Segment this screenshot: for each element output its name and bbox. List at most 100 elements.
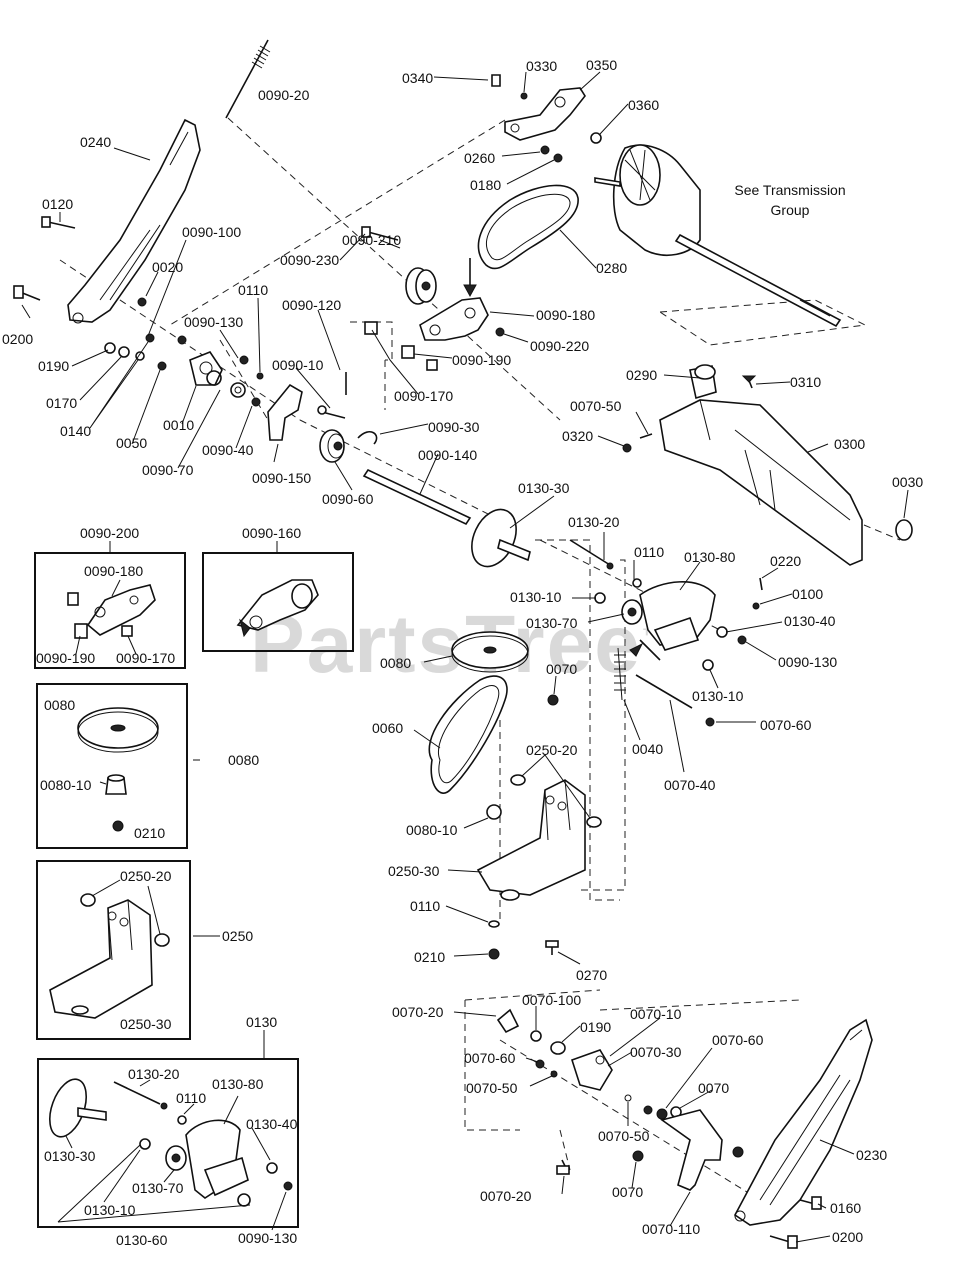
inset-0090-200-label-a: 0090-180 xyxy=(84,563,144,579)
callout-0070-110: 0070-110 xyxy=(642,1221,701,1237)
callout-0090-170: 0090-170 xyxy=(394,388,454,404)
callout-0070-30: 0070-30 xyxy=(630,1044,682,1060)
callout-0070-50-b: 0070-50 xyxy=(466,1080,518,1096)
inset-0250-label-b: 0250-30 xyxy=(120,1016,172,1032)
callout-0110-c: 0110 xyxy=(410,898,441,914)
callout-0070-10: 0070-10 xyxy=(630,1006,682,1022)
callout-0190: 0190 xyxy=(38,358,70,374)
callout-0250-30: 0250-30 xyxy=(388,863,440,879)
inset-0250-label-a: 0250-20 xyxy=(120,868,172,884)
callout-0070-20-b: 0070-20 xyxy=(480,1188,532,1204)
callout-0010: 0010 xyxy=(163,417,195,433)
callout-0250-20: 0250-20 xyxy=(526,742,578,758)
callout-0060: 0060 xyxy=(372,720,404,736)
callout-0270: 0270 xyxy=(576,967,608,983)
watermark: PartsTree™ xyxy=(250,599,664,690)
inset-title-0080: 0080 xyxy=(228,752,260,768)
callout-0090-180: 0090-180 xyxy=(536,307,596,323)
callout-0360: 0360 xyxy=(628,97,660,113)
arm-0230 xyxy=(733,1018,873,1249)
callout-0130-80: 0130-80 xyxy=(684,549,736,565)
callout-0090-130-b: 0090-130 xyxy=(778,654,838,670)
lower-linkage xyxy=(496,1008,744,1191)
pulley-0130-30 xyxy=(471,508,614,570)
callout-0220: 0220 xyxy=(770,553,802,569)
inset-0130-label-e: 0130-30 xyxy=(44,1148,96,1164)
callout-0040: 0040 xyxy=(632,741,664,757)
callout-0200: 0200 xyxy=(2,331,34,347)
inset-0130-label-f: 0130-70 xyxy=(132,1180,184,1196)
arm-0240 xyxy=(67,118,201,324)
callout-0090-100: 0090-100 xyxy=(182,224,242,240)
callout-0130-10: 0130-10 xyxy=(510,589,562,605)
callout-0080: 0080 xyxy=(380,655,412,671)
inset-0130-drawing xyxy=(48,1078,293,1231)
inset-0130-label-a: 0130-20 xyxy=(128,1066,180,1082)
callout-0090-190: 0090-190 xyxy=(452,352,512,368)
callout-0280: 0280 xyxy=(596,260,628,276)
inset-title-0090-160: 0090-160 xyxy=(242,525,302,541)
bracket-0250-30 xyxy=(476,774,602,960)
callout-0070-60-c: 0070-60 xyxy=(712,1032,764,1048)
bracket-0090-150 xyxy=(267,372,347,441)
callout-0160: 0160 xyxy=(830,1200,862,1216)
callout-0090-120: 0090-120 xyxy=(282,297,342,313)
callout-0130-20: 0130-20 xyxy=(568,514,620,530)
callout-0090-210: 0090-210 xyxy=(342,232,402,248)
callout-0140: 0140 xyxy=(60,423,92,439)
callout-0260: 0260 xyxy=(464,150,496,166)
inset-title-0130: 0130 xyxy=(246,1014,278,1030)
housing-0130-80 xyxy=(594,577,763,671)
callout-0210: 0210 xyxy=(414,949,446,965)
callout-0110-b: 0110 xyxy=(634,544,665,560)
callout-0090-150: 0090-150 xyxy=(252,470,312,486)
callout-0070: 0070 xyxy=(546,661,578,677)
callout-0090-220: 0090-220 xyxy=(530,338,590,354)
left-hardware xyxy=(13,216,187,371)
callout-0070-50-c: 0070-50 xyxy=(598,1128,650,1144)
inset-title-0250: 0250 xyxy=(222,928,254,944)
callout-0100: 0100 xyxy=(792,586,824,602)
callout-0340: 0340 xyxy=(402,70,434,86)
callout-0070-60: 0070-60 xyxy=(760,717,812,733)
callout-0090-40: 0090-40 xyxy=(202,442,254,458)
callout-0350: 0350 xyxy=(586,57,618,73)
callout-0070-100: 0070-100 xyxy=(522,992,582,1008)
callout-0080-10: 0080-10 xyxy=(406,822,458,838)
callout-0070-c: 0070 xyxy=(612,1184,644,1200)
callout-0330: 0330 xyxy=(526,58,558,74)
spring-0040 xyxy=(614,647,715,727)
inset-title-0090-200: 0090-200 xyxy=(80,525,140,541)
inset-0080-drawing xyxy=(77,707,159,832)
callout-0090-230: 0090-230 xyxy=(280,252,340,268)
inset-0130-label-c: 0110 xyxy=(176,1090,207,1106)
callout-0030: 0030 xyxy=(892,474,924,490)
callout-0290: 0290 xyxy=(626,367,658,383)
inset-0130-label-i: 0090-130 xyxy=(238,1230,298,1246)
inset-0130-label-d: 0130-40 xyxy=(246,1116,298,1132)
leader-lines xyxy=(21,71,909,1243)
inset-0130-label-b: 0130-80 xyxy=(212,1076,264,1092)
inset-0080-label-b: 0080-10 xyxy=(40,777,92,793)
inset-0130-label-g: 0130-10 xyxy=(84,1202,136,1218)
callout-0130-30: 0130-30 xyxy=(518,480,570,496)
callout-0130-40: 0130-40 xyxy=(784,613,836,629)
callout-0170: 0170 xyxy=(46,395,78,411)
bracket-0090-180 xyxy=(364,258,505,371)
bracket-0010 xyxy=(189,351,264,407)
inset-0080-label-c: 0210 xyxy=(134,825,166,841)
callout-0090-30: 0090-30 xyxy=(428,419,480,435)
callout-0120: 0120 xyxy=(42,196,74,212)
callout-0090-130: 0090-130 xyxy=(184,314,244,330)
callout-0240: 0240 xyxy=(80,134,112,150)
inset-0250-drawing xyxy=(49,879,170,1019)
pulley-0080 xyxy=(451,631,559,706)
callout-0190-b: 0190 xyxy=(580,1019,612,1035)
inset-0090-200-drawing xyxy=(67,579,156,655)
callout-0070-60-b: 0070-60 xyxy=(464,1050,516,1066)
spring-rod-0090-20 xyxy=(225,39,271,119)
callout-0320: 0320 xyxy=(562,428,594,444)
